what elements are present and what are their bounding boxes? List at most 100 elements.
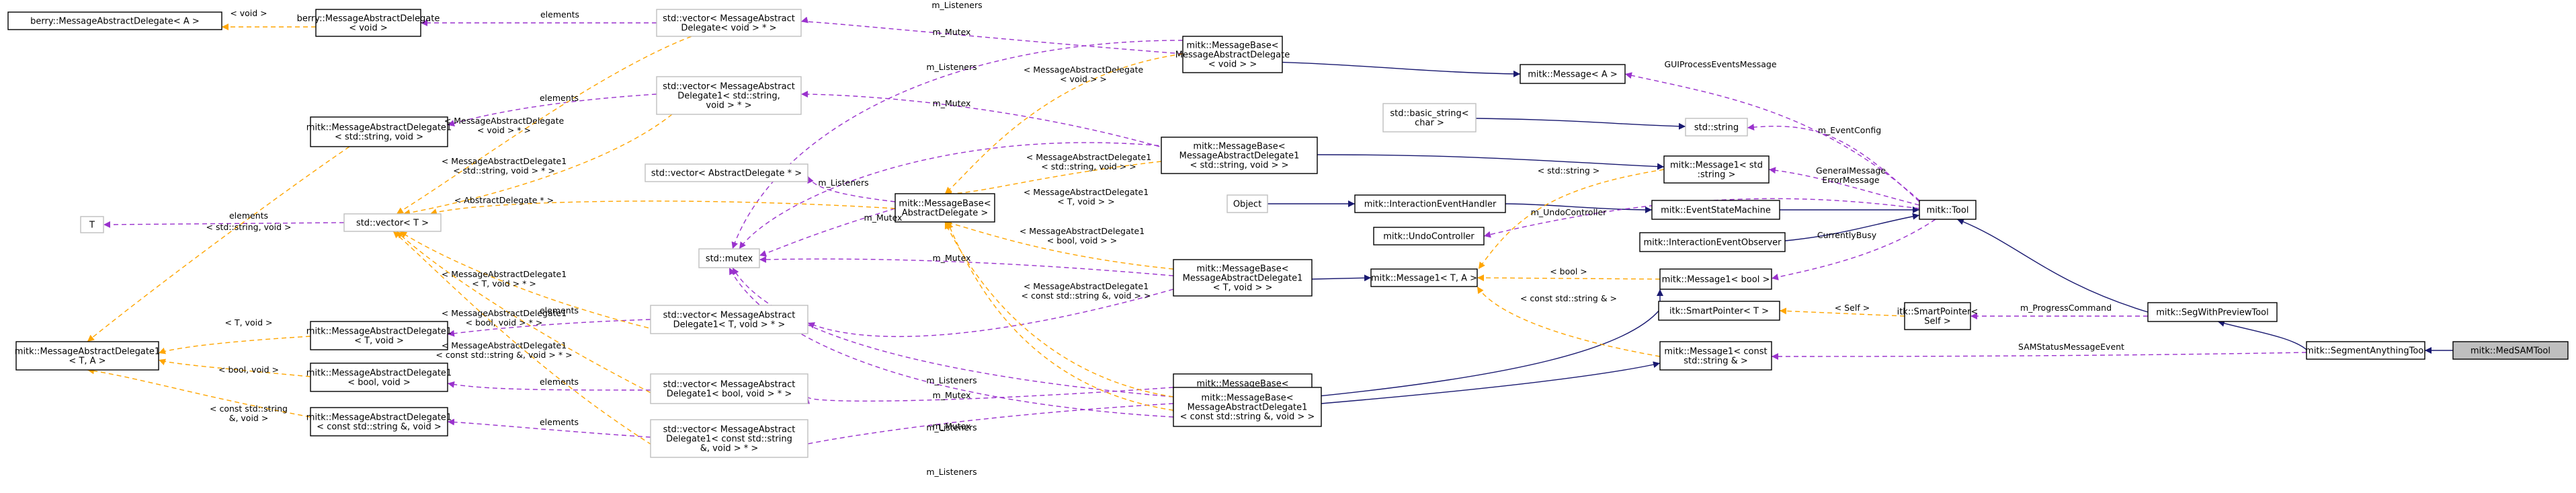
class-node-mad1-str[interactable]: mitk::MessageAbstractDelegate1< std::str… <box>306 116 452 147</box>
class-node-vec-mad1-t[interactable]: std::vector< MessageAbstractDelegate1< T… <box>650 305 808 334</box>
class-node-label: void > * > <box>706 101 751 111</box>
edge-label: elements <box>540 305 579 315</box>
class-node-label: std::string <box>1694 123 1739 133</box>
edge-label: < bool, void > <box>218 365 279 375</box>
class-node-label: mitk::MessageAbstractDelegate1 <box>306 327 452 337</box>
class-node-label: Self > <box>1924 317 1950 327</box>
class-node-label: mitk::Tool <box>1927 206 1969 216</box>
class-node-msg-a[interactable]: mitk::Message< A > <box>1520 64 1626 84</box>
class-node-mb-ad[interactable]: mitk::MessageBase<AbstractDelegate > <box>895 193 995 223</box>
edge-label: < MessageAbstractDelegate1 <box>442 156 567 166</box>
edge-label: < MessageAbstractDelegate1 <box>1026 152 1151 162</box>
template-edge <box>944 220 1174 270</box>
class-node-mb-mad1-cstr[interactable]: mitk::MessageBase<MessageAbstractDelegat… <box>1173 387 1322 427</box>
edge-label: < std::string, void > <box>206 222 292 232</box>
usage-edge <box>447 319 651 337</box>
class-node-msg1-ta[interactable]: mitk::Message1< T, A > <box>1370 268 1478 287</box>
class-node-berry-mad-void[interactable]: berry::MessageAbstractDelegate< void > <box>297 9 440 37</box>
class-node-label: MessageAbstractDelegate1 <box>1179 151 1300 161</box>
class-node-label: berry::MessageAbstractDelegate< A > <box>30 17 200 27</box>
class-node-ieh[interactable]: mitk::InteractionEventHandler <box>1354 194 1506 213</box>
edge-label: m_Mutex <box>933 390 971 400</box>
class-node-mad1-bool[interactable]: mitk::MessageAbstractDelegate1< bool, vo… <box>306 363 452 392</box>
usage-edge <box>447 418 651 438</box>
class-node-mad1-cstr[interactable]: mitk::MessageAbstractDelegate1< const st… <box>306 407 452 437</box>
class-node-mad1-ta[interactable]: mitk::MessageAbstractDelegate1< T, A > <box>15 341 160 371</box>
edge-label: GeneralMessage <box>1816 165 1886 176</box>
template-edge <box>158 336 311 354</box>
class-node-ieo[interactable]: mitk::InteractionEventObserver <box>1639 232 1786 252</box>
class-node-smartptr-t[interactable]: itk::SmartPointer< T > <box>1658 301 1780 321</box>
template-edge <box>944 221 1174 397</box>
edge-label: < const std::string &, void > > <box>1022 291 1151 301</box>
class-node-label: mitk::SegWithPreviewTool <box>2156 308 2269 318</box>
edge-label: < AbstractDelegate * > <box>454 195 554 205</box>
class-node-T[interactable]: T <box>80 216 104 233</box>
class-node-label: std::vector< T > <box>356 219 429 229</box>
class-node-vec-mad1-cstr[interactable]: std::vector< MessageAbstractDelegate1< c… <box>650 419 808 458</box>
class-node-medsam[interactable]: mitk::MedSAMTool <box>2452 341 2569 360</box>
class-node-vec-mad1-str[interactable]: std::vector< MessageAbstractDelegate1< s… <box>656 76 802 115</box>
edge-label: < MessageAbstractDelegate1 <box>442 308 567 318</box>
class-node-tool[interactable]: mitk::Tool <box>1919 200 1977 220</box>
edge-label: < bool > <box>1550 266 1587 276</box>
class-node-label: mitk::Message1< const <box>1664 347 1767 357</box>
edge-label: m_Mutex <box>933 98 971 108</box>
usage-edge <box>1483 198 1920 238</box>
class-node-vec-mad1-bool[interactable]: std::vector< MessageAbstractDelegate1< b… <box>650 373 808 404</box>
class-node-undo[interactable]: mitk::UndoController <box>1373 227 1485 245</box>
class-node-label: < bool, void > <box>347 378 411 388</box>
class-node-label: std::mutex <box>706 254 753 264</box>
edge-label: < const std::string & > <box>1520 293 1617 303</box>
edge-label: SAMStatusMessageEvent <box>2018 342 2124 352</box>
class-node-berry-mad-a[interactable]: berry::MessageAbstractDelegate< A > <box>7 11 222 30</box>
usage-edge <box>1768 167 1920 206</box>
edge-label: < void > <box>230 8 267 18</box>
template-edge <box>1478 169 1665 270</box>
inheritance-edge <box>1311 289 1663 397</box>
class-node-std-string[interactable]: std::string <box>1685 118 1748 137</box>
class-node-label: mitk::UndoController <box>1383 232 1474 242</box>
inheritance-edge <box>1505 203 1653 213</box>
class-node-object[interactable]: Object <box>1227 194 1268 213</box>
class-node-basic-string[interactable]: std::basic_string<char > <box>1382 103 1477 132</box>
class-node-label: MessageAbstractDelegate1 <box>1188 403 1308 413</box>
edge-label: elements <box>540 377 579 387</box>
class-node-msg1-str[interactable]: mitk::Message1< std:string > <box>1663 155 1770 184</box>
class-node-label: Delegate< void > * > <box>681 24 776 34</box>
edge-label: < void > > <box>1060 74 1107 84</box>
class-node-segpreview[interactable]: mitk::SegWithPreviewTool <box>2147 302 2278 322</box>
usage-edge <box>1747 124 1920 202</box>
class-node-label: std::vector< MessageAbstract <box>663 311 796 321</box>
class-node-label: Delegate1< const std::string <box>666 434 792 445</box>
class-node-label: < const std::string &, void > > <box>1180 412 1315 422</box>
class-node-label: Object <box>1233 200 1261 210</box>
template-edge <box>944 161 1162 198</box>
class-node-vec-T[interactable]: std::vector< T > <box>343 213 442 232</box>
class-node-mb-mad1-t[interactable]: mitk::MessageBase<MessageAbstractDelegat… <box>1173 259 1313 297</box>
class-node-label: T <box>89 221 95 231</box>
class-node-label: std::vector< MessageAbstract <box>663 380 796 390</box>
class-node-smartptr-self[interactable]: itk::SmartPointer<Self > <box>1897 302 1979 330</box>
edge-label: m_UndoController <box>1531 207 1607 217</box>
class-node-msg1-bool[interactable]: mitk::Message1< bool > <box>1659 268 1772 290</box>
class-node-sam[interactable]: mitk::SegmentAnythingTool <box>2305 341 2426 360</box>
class-node-label: mitk::MessageAbstractDelegate1 <box>306 413 452 423</box>
class-node-label: mitk::MessageBase< <box>1196 379 1288 389</box>
usage-edge <box>807 289 1174 338</box>
class-node-label: mitk::Message1< bool > <box>1662 275 1770 285</box>
class-node-mb-mad1-str[interactable]: mitk::MessageBase<MessageAbstractDelegat… <box>1161 137 1318 174</box>
edge-label: m_Listeners <box>926 375 977 385</box>
template-edge <box>944 53 1183 194</box>
class-node-vec-ad[interactable]: std::vector< AbstractDelegate * > <box>645 163 808 182</box>
class-node-esm[interactable]: mitk::EventStateMachine <box>1651 200 1780 220</box>
edge-labels-layer: < void > elements m_Listeners m_Mutex < Mess… <box>206 0 2125 477</box>
class-node-mb-mad-void[interactable]: mitk::MessageBase<MessageAbstractDelegat… <box>1175 36 1290 73</box>
class-node-label: mitk::MessageBase< <box>1196 264 1288 274</box>
class-node-vec-mad-void[interactable]: std::vector< MessageAbstractDelegate< vo… <box>656 9 802 37</box>
usage-edge <box>447 381 651 391</box>
usage-edge <box>759 208 896 257</box>
class-node-mutex[interactable]: std::mutex <box>698 248 760 268</box>
class-node-mad1-t[interactable]: mitk::MessageAbstractDelegate1< T, void … <box>306 321 452 350</box>
